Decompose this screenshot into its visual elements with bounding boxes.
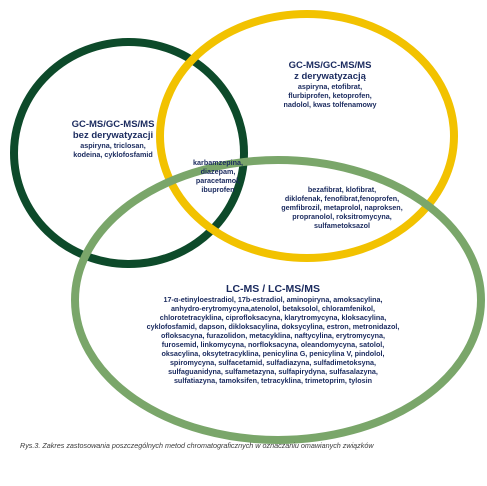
left-circle-gc-ms-without-derivatization	[10, 38, 248, 268]
overlap-left-bottom-item: karbamzepina,	[193, 158, 243, 167]
right-items: aspiryna, etofibrat, flurbiprofen, ketop…	[255, 82, 405, 109]
overlap-left-bottom-item: ibuprofen	[201, 185, 235, 194]
overlap-right-bottom-item: propranolol, roksitromycyna,	[292, 212, 392, 221]
bottom-item-line: chlorotetracyklina, ciprofloksacyna, kla…	[159, 313, 387, 322]
right-circle-label: GC-MS/GC-MS/MS z derywatyzacją aspiryna,…	[255, 60, 405, 109]
bottom-item-line: oksacylina, oksytetracyklina, penicylina…	[161, 349, 385, 358]
left-header-line: GC-MS/GC-MS/MS	[71, 119, 155, 130]
bottom-item-line: sulfatiazyna, tamoksifen, tetracyklina, …	[173, 376, 373, 385]
bottom-circle-lc-ms	[71, 156, 485, 444]
left-item-line: kodeina, cyklofosfamid	[73, 150, 153, 159]
right-item-line: aspiryna, etofibrat,	[297, 82, 363, 91]
right-item-line: nadolol, kwas tolfenamowy	[283, 100, 377, 109]
bottom-header: LC-MS / LC-MS/MS	[118, 283, 428, 295]
left-header-line: bez derywatyzacji	[72, 130, 154, 141]
figure-caption: Rys.3. Zakres zastosowania poszczególnyc…	[20, 441, 374, 450]
right-header-line: z derywatyzacją	[294, 71, 366, 82]
bottom-item-line: furosemid, linkomycyna, norfloksacyna, o…	[161, 340, 385, 349]
right-header-line: GC-MS/GC-MS/MS	[288, 60, 372, 71]
bottom-item-line: ofloksacyna, furazolidon, metacyklina, n…	[160, 331, 386, 340]
bottom-item-line: sulfaguanidyna, sulfametazyna, sulfapiry…	[168, 367, 378, 376]
left-items: aspiryna, triclosan, kodeina, cyklofosfa…	[28, 141, 198, 159]
overlap-right-bottom-item: bezafibrat, klofibrat,	[307, 185, 377, 194]
overlap-left-bottom-item: diazepam,	[200, 167, 236, 176]
overlap-right-bottom-item: gemfibrozil, metaprolol, naproksen,	[281, 203, 403, 212]
bottom-header-line: LC-MS / LC-MS/MS	[226, 283, 320, 295]
overlap-right-bottom-label: bezafibrat, klofibrat, diklofenak, fenof…	[262, 185, 422, 230]
right-item-line: flurbiprofen, ketoprofen,	[288, 91, 372, 100]
right-circle-gc-ms-with-derivatization	[156, 10, 458, 262]
right-header: GC-MS/GC-MS/MS z derywatyzacją	[255, 60, 405, 82]
bottom-circle-label: LC-MS / LC-MS/MS 17-α-etinyloestradiol, …	[118, 283, 428, 385]
overlap-right-bottom-item: sulfametoksazol	[314, 221, 370, 230]
bottom-item-line: spiromycyna, sulfacetamid, sulfadiazyna,…	[169, 358, 377, 367]
bottom-item-line: cyklofosfamid, dapson, dikloksacylina, d…	[146, 322, 400, 331]
bottom-items: 17-α-etinyloestradiol, 17b-estradiol, am…	[118, 295, 428, 385]
overlap-right-bottom-item: diklofenak, fenofibrat,fenoprofen,	[284, 194, 400, 203]
overlap-left-bottom-item: paracetamol,	[195, 176, 241, 185]
bottom-item-line: anhydro-erytromycyna,atenolol, betaksolo…	[170, 304, 376, 313]
left-circle-label: GC-MS/GC-MS/MS bez derywatyzacji aspiryn…	[28, 119, 198, 159]
left-header: GC-MS/GC-MS/MS bez derywatyzacji	[28, 119, 198, 141]
overlap-left-bottom-label: karbamzepina, diazepam, paracetamol, ibu…	[168, 158, 268, 194]
left-item-line: aspiryna, triclosan,	[80, 141, 146, 150]
bottom-item-line: 17-α-etinyloestradiol, 17b-estradiol, am…	[163, 295, 383, 304]
